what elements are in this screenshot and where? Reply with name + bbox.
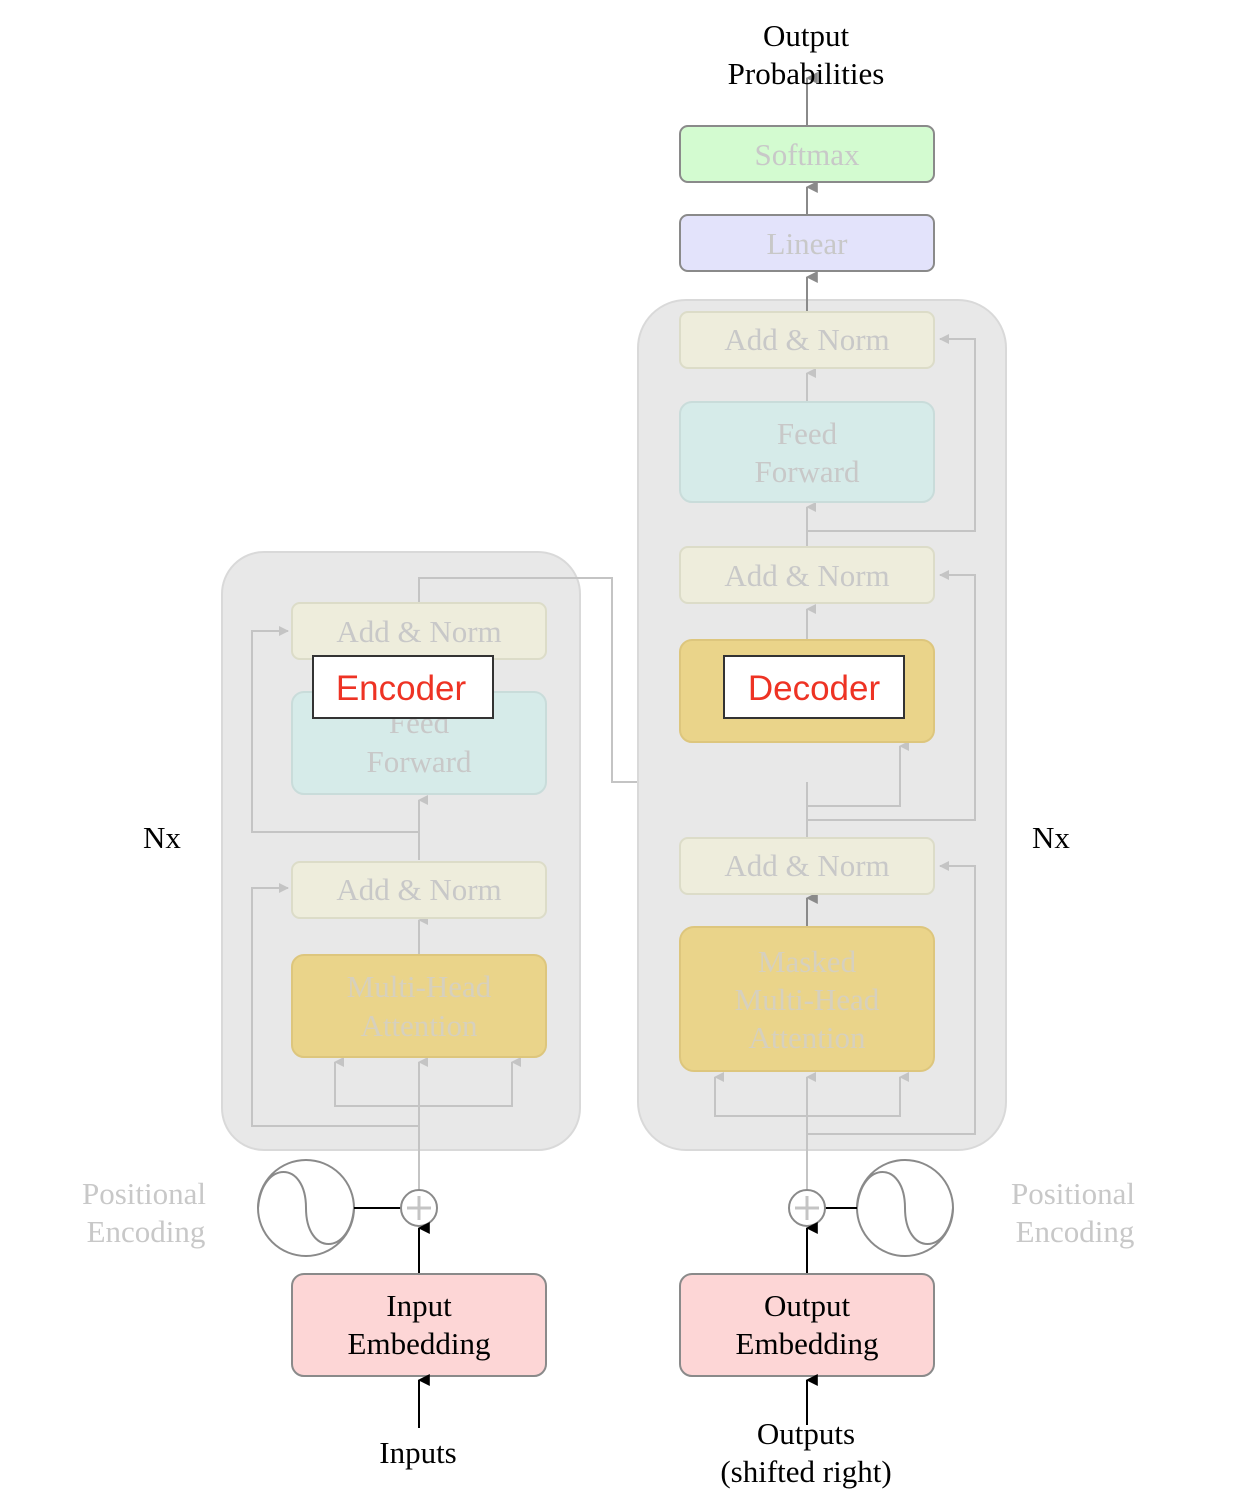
encoder-add-norm-bottom-label: Add & Norm — [336, 872, 501, 907]
decoder-positional-encoding: Positional Encoding — [788, 1159, 1135, 1257]
encoder-nx-label: Nx — [143, 820, 181, 855]
encoder-add-norm-bottom: Add & Norm — [291, 861, 547, 919]
encoder-mha-label-1: Multi-Head — [347, 969, 492, 1004]
linear-layer: Linear — [679, 214, 935, 272]
decoder-add-norm-bottom: Add & Norm — [679, 837, 935, 895]
encoder-mha-label-2: Attention — [360, 1008, 478, 1043]
decoder-nx-label: Nx — [1032, 820, 1070, 855]
encoder-add-norm-top-label: Add & Norm — [336, 614, 501, 649]
encoder-positional-label-1: Positional — [82, 1176, 206, 1211]
decoder-add-norm-top-label: Add & Norm — [724, 322, 889, 357]
outputs-label-2: (shifted right) — [720, 1454, 891, 1489]
output-probabilities-label-1: Output — [763, 18, 850, 53]
decoder-feed-forward-label-2: Forward — [754, 454, 860, 489]
encoder-feed-forward-label-2: Forward — [366, 744, 472, 779]
encoder-positional-encoding: Positional Encoding — [82, 1159, 438, 1257]
masked-mha-label-1: Masked — [758, 944, 857, 979]
decoder-positional-label-1: Positional — [1011, 1176, 1135, 1211]
decoder-positional-label-2: Encoding — [1016, 1214, 1135, 1249]
input-embedding-label-1: Input — [386, 1288, 452, 1323]
outputs-label-1: Outputs — [757, 1416, 855, 1451]
output-head: Linear Softmax Output Probabilities — [679, 18, 935, 272]
decoder-feed-forward-label-1: Feed — [777, 416, 838, 451]
decoder-add-norm-bottom-label: Add & Norm — [724, 848, 889, 883]
encoder-add-norm-top: Add & Norm — [291, 602, 547, 660]
output-probabilities-label-2: Probabilities — [728, 56, 885, 91]
encoder-multi-head-attention: Multi-Head Attention — [291, 954, 547, 1058]
encoder-stack: Add & Norm Feed Forward Add & Norm Multi… — [221, 551, 901, 1195]
decoder-highlight-label: Decoder — [748, 669, 881, 708]
decoder-highlight-box — [723, 655, 905, 719]
inputs-label: Inputs — [379, 1435, 457, 1470]
decoder-masked-multi-head-attention: Masked Multi-Head Attention — [679, 926, 935, 1072]
encoder-highlight-box — [312, 655, 494, 719]
output-embedding: Output Embedding Outputs (shifted right) — [679, 1222, 935, 1489]
decoder-connectors — [714, 334, 976, 1195]
encoder-positional-label-2: Encoding — [87, 1214, 206, 1249]
decoder-add-norm-middle-label: Add & Norm — [724, 558, 889, 593]
linear-label: Linear — [767, 226, 849, 261]
input-embedding-label-2: Embedding — [348, 1326, 491, 1361]
softmax-label: Softmax — [754, 137, 860, 172]
masked-mha-label-2: Multi-Head — [735, 982, 880, 1017]
masked-mha-label-3: Attention — [748, 1020, 866, 1055]
decoder-stack: Add & Norm Feed Forward Add & Norm Add &… — [637, 271, 1007, 1195]
decoder-add-norm-top: Add & Norm — [679, 311, 935, 369]
softmax-layer: Softmax — [679, 125, 935, 183]
decoder-feed-forward: Feed Forward — [679, 401, 935, 503]
output-embedding-label-2: Embedding — [736, 1326, 879, 1361]
decoder-add-norm-middle: Add & Norm — [679, 546, 935, 604]
encoder-highlight-label: Encoder — [336, 669, 467, 708]
output-embedding-label-1: Output — [764, 1288, 851, 1323]
input-embedding: Input Embedding Inputs — [291, 1222, 547, 1470]
